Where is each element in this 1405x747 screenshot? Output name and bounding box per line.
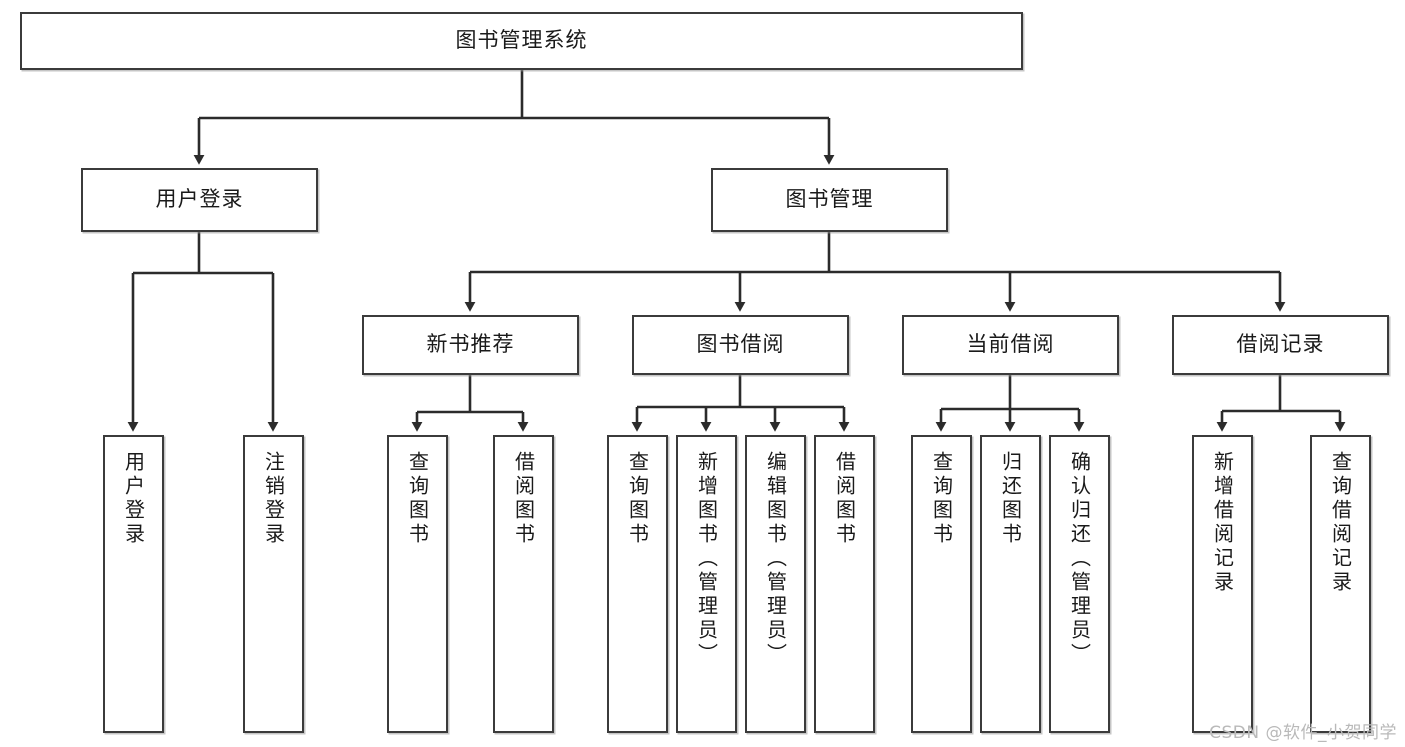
node-borrow-record[interactable]: 借阅记录 <box>1172 315 1389 375</box>
leaf-label: 查询图书 <box>929 451 954 547</box>
leaf-label: 注销登录 <box>261 451 286 547</box>
leaf-label: 编辑图书（管理员） <box>763 451 788 667</box>
leaf-current-borrow-query[interactable]: 查询图书 <box>911 435 972 733</box>
leaf-label: 新增图书（管理员） <box>694 451 719 667</box>
leaf-label: 确认归还（管理员） <box>1067 451 1092 667</box>
leaf-label: 用户登录 <box>121 451 146 547</box>
leaf-label: 查询图书 <box>405 451 430 547</box>
leaf-label: 查询图书 <box>625 451 650 547</box>
leaf-current-borrow-confirm-return[interactable]: 确认归还（管理员） <box>1049 435 1110 733</box>
node-root-label: 图书管理系统 <box>455 28 588 53</box>
node-book-management-label: 图书管理 <box>785 187 874 212</box>
node-root[interactable]: 图书管理系统 <box>20 12 1023 70</box>
leaf-user-login-login[interactable]: 用户登录 <box>103 435 164 733</box>
leaf-book-borrow-add[interactable]: 新增图书（管理员） <box>676 435 737 733</box>
node-new-book-recommend[interactable]: 新书推荐 <box>362 315 579 375</box>
leaf-label: 查询借阅记录 <box>1328 451 1353 595</box>
leaf-book-borrow-borrow[interactable]: 借阅图书 <box>814 435 875 733</box>
node-book-management[interactable]: 图书管理 <box>711 168 948 232</box>
node-current-borrow-label: 当前借阅 <box>966 332 1055 357</box>
node-current-borrow[interactable]: 当前借阅 <box>902 315 1119 375</box>
leaf-label: 新增借阅记录 <box>1210 451 1235 595</box>
node-user-login[interactable]: 用户登录 <box>81 168 318 232</box>
node-user-login-label: 用户登录 <box>155 187 244 212</box>
leaf-label: 借阅图书 <box>511 451 536 547</box>
leaf-current-borrow-return[interactable]: 归还图书 <box>980 435 1041 733</box>
node-new-book-recommend-label: 新书推荐 <box>426 332 515 357</box>
node-borrow-record-label: 借阅记录 <box>1236 332 1325 357</box>
leaf-user-login-logout[interactable]: 注销登录 <box>243 435 304 733</box>
leaf-label: 归还图书 <box>998 451 1023 547</box>
leaf-label: 借阅图书 <box>832 451 857 547</box>
node-book-borrow[interactable]: 图书借阅 <box>632 315 849 375</box>
leaf-book-borrow-query[interactable]: 查询图书 <box>607 435 668 733</box>
leaf-borrow-record-query[interactable]: 查询借阅记录 <box>1310 435 1371 733</box>
leaf-new-book-borrow[interactable]: 借阅图书 <box>493 435 554 733</box>
leaf-borrow-record-add[interactable]: 新增借阅记录 <box>1192 435 1253 733</box>
leaf-new-book-query[interactable]: 查询图书 <box>387 435 448 733</box>
leaf-book-borrow-edit[interactable]: 编辑图书（管理员） <box>745 435 806 733</box>
node-book-borrow-label: 图书借阅 <box>696 332 785 357</box>
